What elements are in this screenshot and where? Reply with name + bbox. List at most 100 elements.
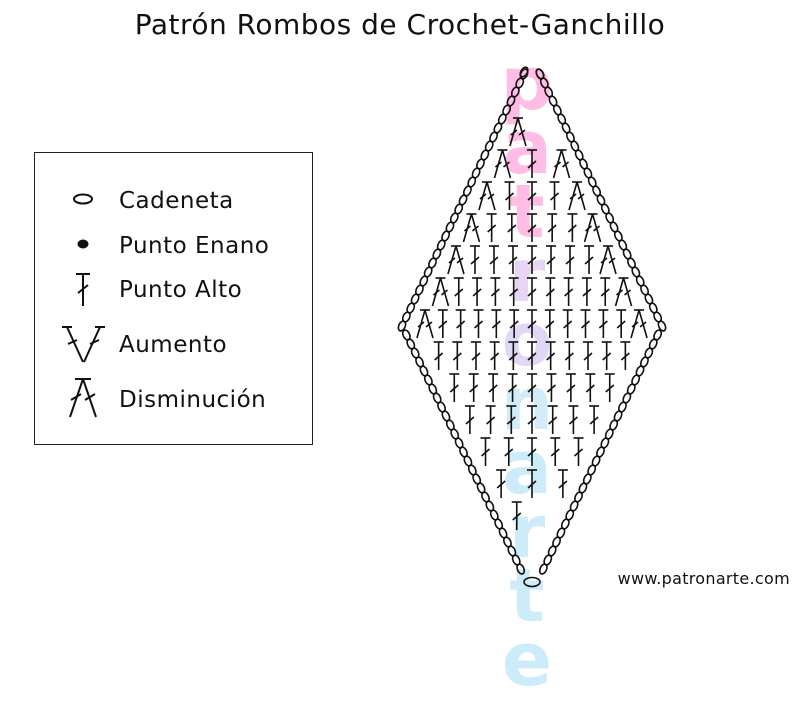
decrease-stitch [568, 181, 586, 211]
decrease-stitch [478, 181, 496, 211]
watermark-letter: o [501, 297, 553, 383]
double-crochet-stitch [469, 245, 480, 274]
double-crochet-stitch [507, 373, 518, 402]
double-crochet-stitch [565, 373, 576, 402]
double-crochet-stitch [557, 469, 568, 498]
decrease-stitch [583, 213, 602, 243]
double-crochet-stitch [504, 181, 515, 210]
double-crochet-stitch [486, 213, 497, 242]
decrease-stitch [462, 213, 481, 243]
chain-stitch [535, 68, 545, 80]
double-crochet-stitch [480, 437, 491, 466]
double-crochet-stitch [506, 213, 517, 242]
double-crochet-stitch [544, 309, 555, 338]
double-crochet-stitch [449, 373, 460, 402]
double-crochet-stitch [545, 277, 556, 306]
double-crochet-stitch [604, 373, 615, 402]
double-crochet-stitch [527, 469, 537, 498]
decrease-stitch [416, 309, 434, 339]
legend-label-slip-stitch: Punto Enano [119, 233, 270, 259]
double-crochet-stitch [464, 405, 475, 434]
double-crochet-stitch [563, 277, 574, 306]
legend-label-decrease: Disminución [119, 387, 267, 413]
double-crochet-stitch [585, 373, 596, 402]
double-crochet-stitch [581, 277, 592, 306]
slip-stitch-dot-icon [77, 239, 89, 249]
double-crochet-stitch [496, 469, 507, 498]
legend-label-double-crochet: Punto Alto [119, 277, 243, 303]
double-crochet-stitch [601, 341, 612, 370]
double-crochet-stitch [598, 309, 609, 338]
decrease-stitch [552, 149, 571, 179]
legend-item-double-crochet: Punto Alto [35, 269, 314, 309]
double-crochet-stitch [545, 341, 556, 370]
decrease-stitch [447, 245, 465, 275]
double-crochet-stitch [580, 309, 591, 338]
double-crochet-stitch [489, 341, 500, 370]
website-url: www.patronarte.com [617, 569, 790, 588]
double-crochet-stitch [473, 309, 484, 338]
double-crochet-stitch [455, 309, 466, 338]
chain-stitch [397, 320, 407, 332]
page-title: Patrón Rombos de Crochet-Ganchillo [134, 8, 666, 41]
double-crochet-stitch [584, 245, 595, 274]
watermark-letter: a [502, 105, 552, 191]
watermark-letter: n [500, 361, 554, 447]
watermark-letter: a [502, 425, 552, 511]
double-crochet-stitch [527, 245, 537, 274]
watermark-letter: p [500, 41, 554, 127]
double-crochet-stitch [527, 405, 537, 434]
double-crochet-stitch [546, 373, 557, 402]
decrease-stitch [493, 149, 512, 179]
increase-icon [62, 326, 105, 363]
double-crochet-stitch [527, 149, 537, 178]
double-crochet-stitch [564, 341, 575, 370]
double-crochet-stitch [508, 277, 519, 306]
double-crochet-stitch [600, 277, 611, 306]
double-crochet-stitch [527, 437, 537, 466]
double-crochet-stitch [506, 405, 517, 434]
double-crochet-stitch [433, 341, 444, 370]
double-crochet-stitch [453, 277, 464, 306]
double-crochet-stitch [490, 277, 501, 306]
double-crochet-stitch [437, 309, 448, 338]
legend-item-chain: Cadeneta [35, 180, 314, 220]
double-crochet-stitch [507, 245, 518, 274]
double-crochet-stitch [468, 373, 479, 402]
double-crochet-stitch [562, 309, 573, 338]
decrease-icon [69, 378, 97, 418]
double-crochet-stitch [546, 245, 557, 274]
double-crochet-stitch [472, 277, 483, 306]
double-crochet-stitch [511, 501, 522, 530]
double-crochet-stitch [616, 309, 627, 338]
legend-item-increase: Aumento [35, 324, 314, 364]
double-crochet-stitch [503, 437, 514, 466]
double-crochet-stitch [565, 245, 576, 274]
double-crochet-stitch [509, 309, 520, 338]
double-crochet-stitch [550, 437, 561, 466]
decrease-stitch [614, 277, 633, 307]
watermark-letter: t [509, 169, 545, 255]
double-crochet-stitch [567, 213, 578, 242]
double-crochet-stitch [620, 341, 631, 370]
decrease-stitch [509, 117, 527, 147]
double-crochet-stitch [488, 245, 499, 274]
legend-label-chain: Cadeneta [119, 188, 234, 214]
chain-oval-icon [73, 193, 93, 205]
watermark-letter: e [501, 617, 553, 703]
double-crochet-stitch [527, 373, 537, 402]
legend-label-increase: Aumento [119, 332, 228, 358]
double-crochet-stitch [470, 341, 481, 370]
double-crochet-stitch [527, 277, 537, 306]
bottom-chain-stitch [523, 576, 541, 588]
rhombus-stitch-chart [397, 66, 667, 588]
double-crochet-stitch [508, 341, 519, 370]
symbol-legend: Cadeneta Punto Enano Punto Alto Aumento [34, 152, 313, 445]
chain-stitch [657, 320, 667, 332]
double-crochet-stitch [527, 213, 537, 242]
double-crochet-icon [76, 273, 90, 306]
double-crochet-stitch [568, 405, 579, 434]
double-crochet-stitch [583, 341, 594, 370]
chain-stitch [538, 563, 548, 575]
double-crochet-stitch [573, 437, 584, 466]
